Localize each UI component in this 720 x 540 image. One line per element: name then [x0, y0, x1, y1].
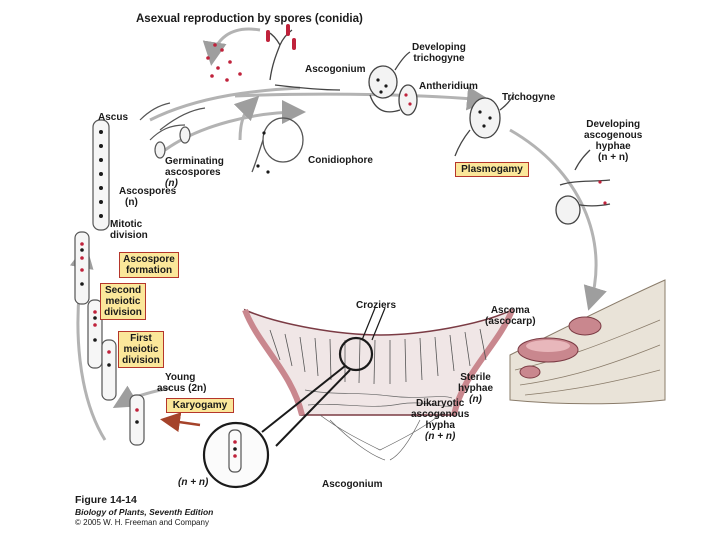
label-n-plus-n-bottom: (n + n): [178, 477, 209, 488]
stage-karyogamy: Karyogamy: [166, 398, 234, 413]
arrow-conidia-loop: [202, 27, 261, 66]
label-antheridium: Antheridium: [419, 81, 478, 92]
stage-plasmogamy: Plasmogamy: [455, 162, 529, 177]
arrow-right-descending: [509, 128, 607, 311]
conidia-spores: [206, 43, 242, 82]
trichogyne-structure: [454, 93, 515, 157]
arrow-top-outer: [149, 86, 301, 122]
ascogenous-hyphae-right: [555, 149, 611, 225]
arrow-conidiophore-loop: [233, 95, 260, 141]
label-ascus: Ascus: [98, 112, 129, 123]
copyright: © 2005 W. H. Freeman and Company: [75, 518, 209, 527]
conidiophore-center: [251, 117, 304, 173]
label-croziers: Croziers: [356, 300, 397, 311]
label-ascoma: Ascoma(ascocarp): [485, 305, 536, 327]
croziers-circle: [338, 336, 374, 372]
arrow-ascogonium-to-plasmogamy: [234, 86, 491, 111]
germinating-ascospores: [139, 102, 206, 159]
karyogamy-arrow: [160, 412, 201, 433]
label-trichogyne: Trichogyne: [502, 92, 556, 103]
conidiophore-top: [267, 29, 341, 91]
figure-number: Figure 14-14: [75, 494, 137, 506]
label-ascospores: Ascospores(n): [119, 186, 177, 208]
ascogonium-structure: [368, 51, 418, 116]
book-title: Biology of Plants, Seventh Edition: [75, 507, 214, 517]
ascoma-on-wood: [509, 279, 666, 405]
label-ascogonium-top: Ascogonium: [305, 64, 366, 75]
diagram-title: Asexual reproduction by spores (conidia): [136, 13, 363, 25]
ascocarp: [242, 308, 515, 461]
arrow-germinating: [164, 100, 306, 152]
label-conidiophore: Conidiophore: [308, 155, 373, 166]
label-ascogonium-bottom: Ascogonium: [322, 479, 383, 490]
ascus-development-column: [74, 231, 145, 446]
